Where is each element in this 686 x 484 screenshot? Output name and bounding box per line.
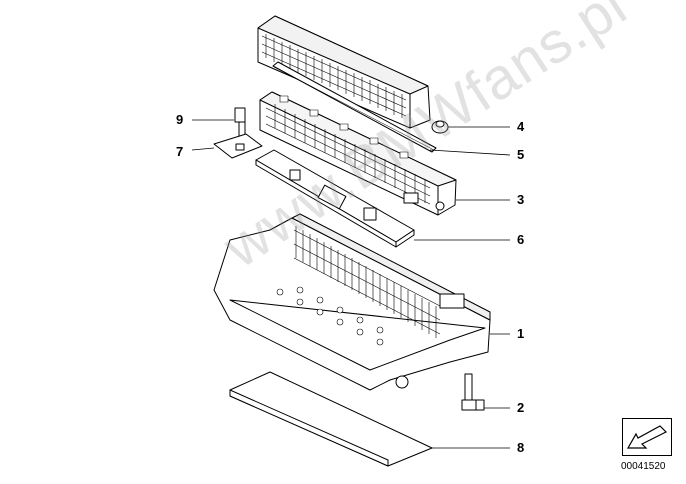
part-3-relay-carrier — [259, 91, 510, 216]
callout-3: 3 — [517, 192, 525, 207]
part-4-connector-strip — [257, 15, 510, 134]
arrow-down-left-icon — [622, 418, 672, 456]
callout-4: 4 — [517, 119, 525, 134]
callout-7: 7 — [176, 144, 184, 159]
callout-1: 1 — [517, 326, 525, 341]
part-8-cover — [229, 371, 510, 467]
callout-6: 6 — [517, 232, 525, 247]
part-7-small-board — [191, 133, 263, 159]
part-5-contact-strip — [272, 61, 511, 156]
part-6-circuit-board — [255, 149, 510, 248]
part-2-pin — [461, 373, 510, 411]
callout-5: 5 — [517, 147, 525, 162]
callout-2: 2 — [517, 400, 525, 415]
part-9-clip — [192, 107, 246, 137]
callout-8: 8 — [517, 440, 525, 455]
diagram-id: 00041520 — [621, 461, 666, 472]
callout-9: 9 — [176, 112, 184, 127]
part-1-fuse-box-housing — [213, 213, 510, 391]
